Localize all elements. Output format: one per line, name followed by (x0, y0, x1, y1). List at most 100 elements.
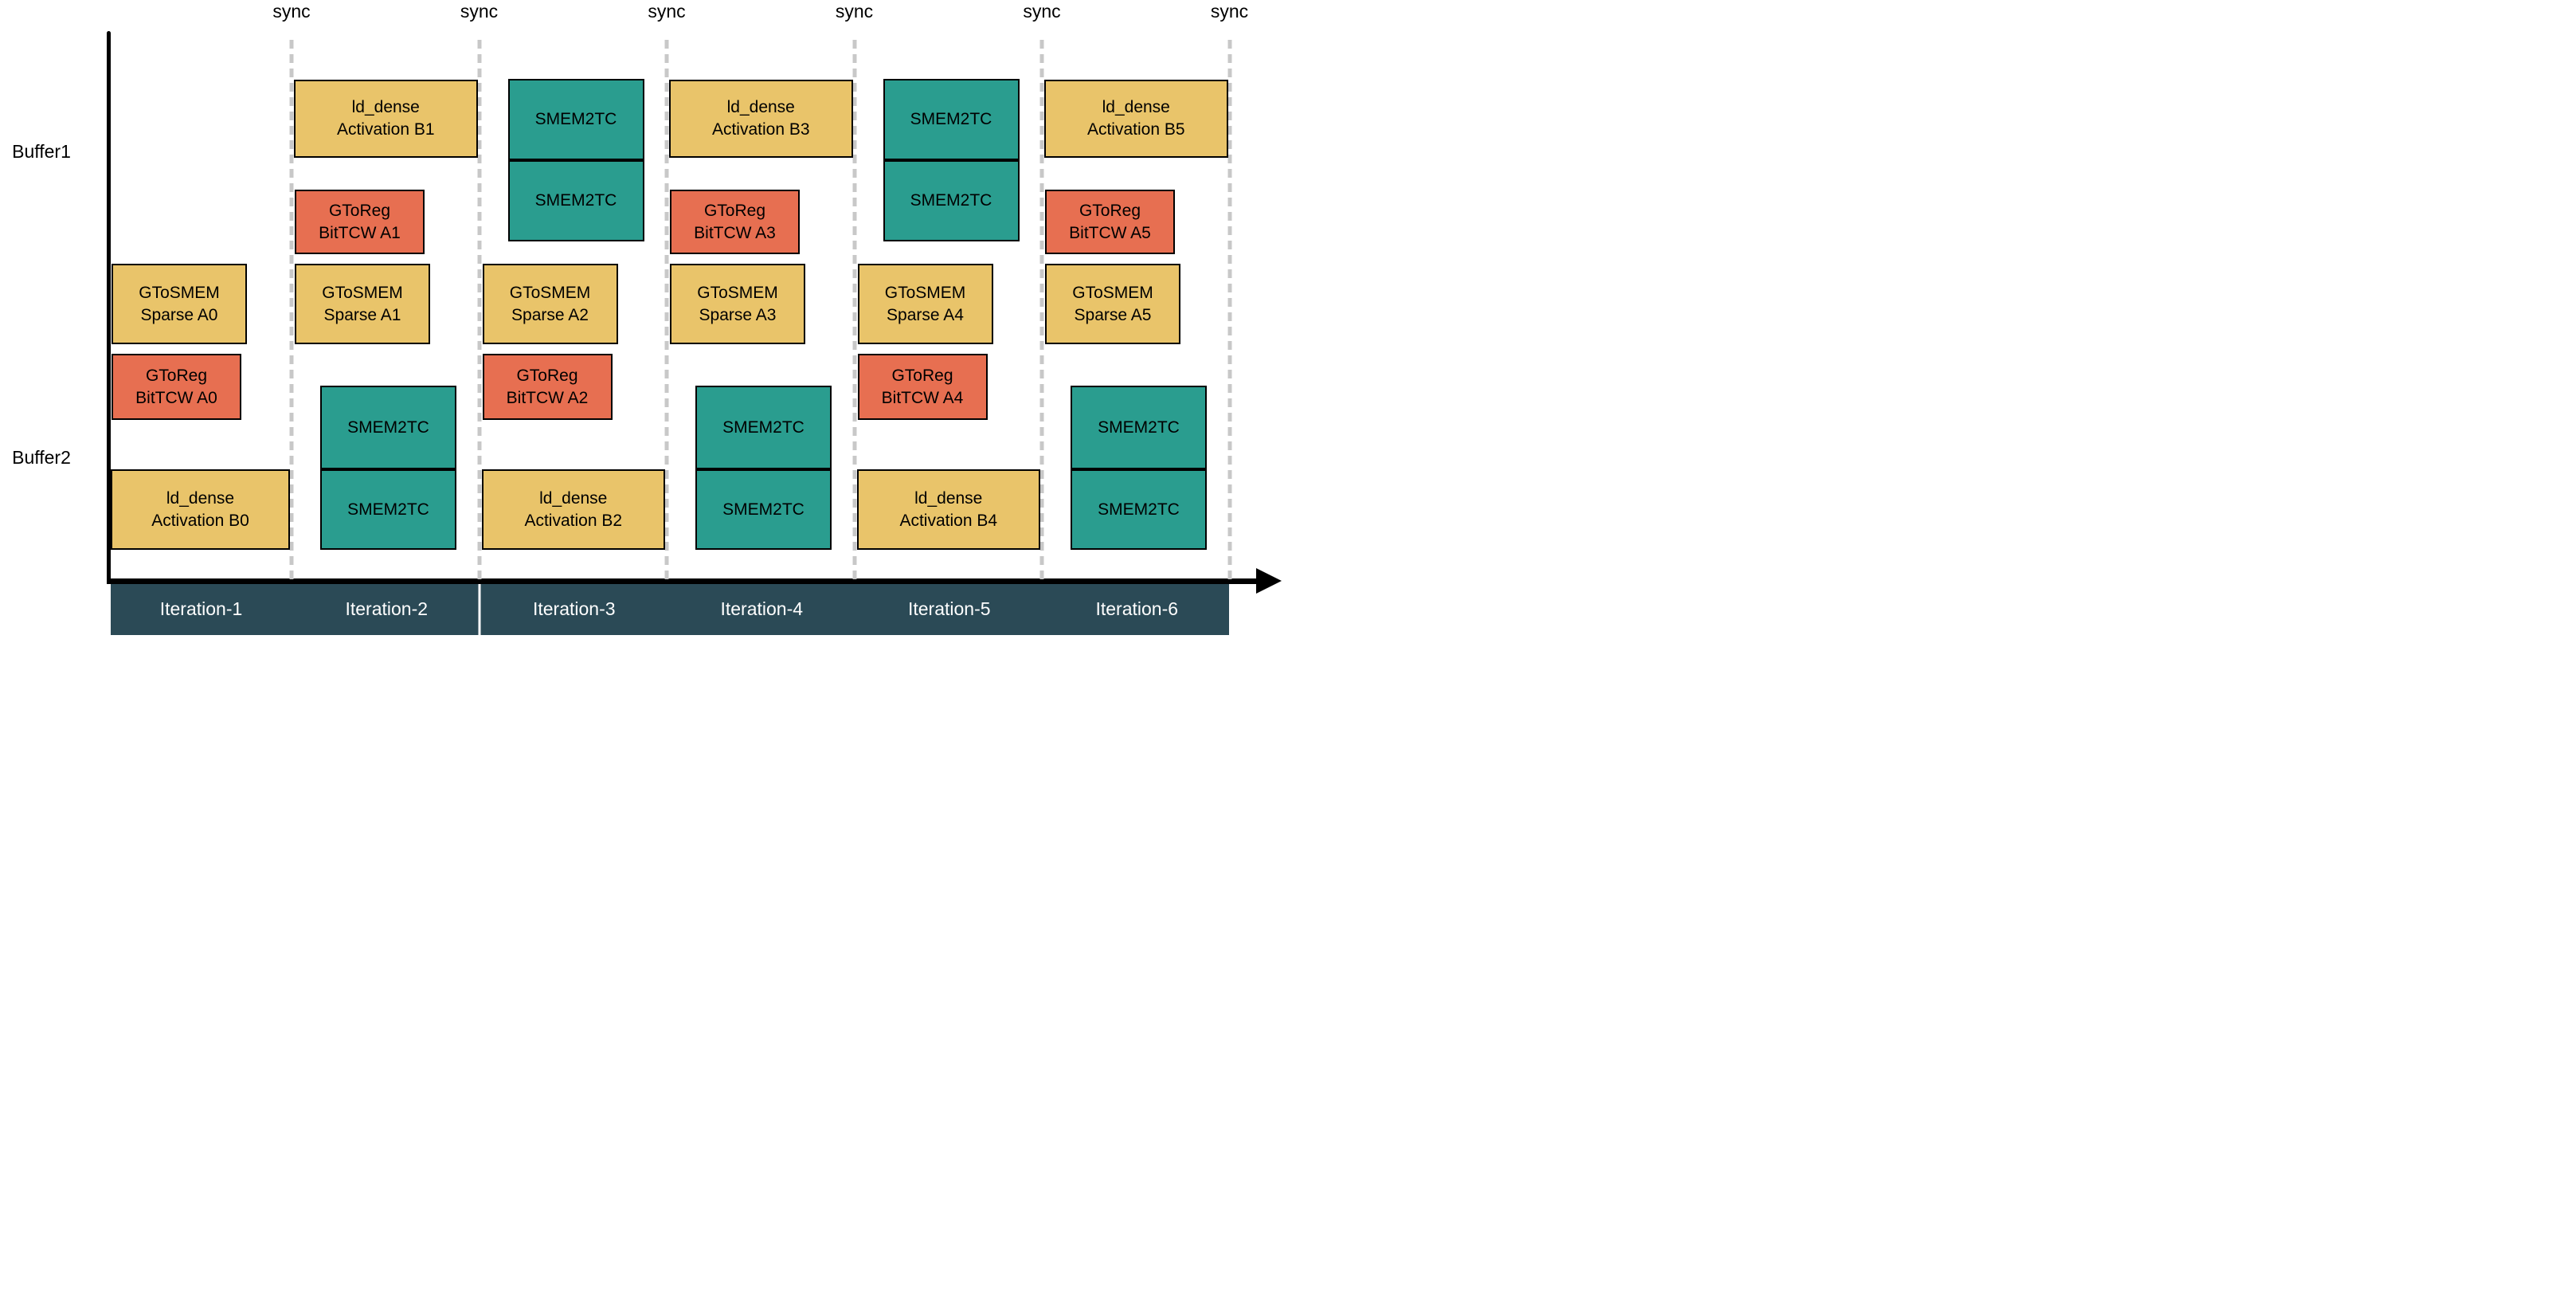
block-label-line: Activation B1 (336, 120, 435, 139)
block-smem2tc-iter6: SMEM2TC (1071, 386, 1207, 469)
iteration-label-2: Iteration-2 (345, 598, 429, 619)
block-smem2tc-iter2: SMEM2TC (320, 469, 456, 550)
iteration-label-5: Iteration-5 (907, 598, 991, 619)
iteration-label-3: Iteration-3 (532, 598, 616, 619)
block-label-line: BitTCW A1 (319, 223, 401, 242)
sync-dashed-line-4 (852, 40, 856, 584)
block-label-line: SMEM2TC (1098, 500, 1180, 519)
x-axis-line (107, 578, 1259, 584)
block-label-line: BitTCW A5 (1069, 223, 1151, 242)
sync-label-1: sync (272, 1, 311, 22)
block-label-line: SMEM2TC (534, 191, 617, 210)
block-label-line: Sparse A0 (140, 305, 218, 324)
buffer1-label: Buffer1 (12, 141, 71, 162)
block-label-line: Sparse A4 (887, 305, 964, 324)
block-label-line: Sparse A2 (511, 305, 589, 324)
block-label-line: GToReg (703, 201, 766, 220)
block-label-line: Activation B5 (1086, 120, 1185, 139)
block-label-line: SMEM2TC (534, 110, 617, 129)
block-label-line: GToReg (1079, 201, 1141, 220)
block-label-line: SMEM2TC (722, 500, 805, 519)
block-label-line: ld_dense (539, 488, 608, 508)
sync-label-3: sync (648, 1, 686, 22)
block-label-line: Activation B3 (711, 120, 810, 139)
block-smem2tc-iter6: SMEM2TC (1071, 469, 1207, 550)
sync-dashed-line-3 (664, 40, 669, 584)
block-label-line: ld_dense (351, 98, 420, 117)
buffer2-label: Buffer2 (12, 447, 71, 468)
sync-dashed-line-5 (1039, 40, 1044, 584)
block-label-line: BitTCW A4 (881, 388, 964, 407)
block-gtosmem-sparse-a3-iter4: GToSMEM Sparse A3 (670, 264, 805, 344)
block-label-line: ld_dense (166, 488, 235, 508)
block-label-line: GToReg (516, 366, 578, 385)
block-gtosmem-sparse-a5-iter6: GToSMEM Sparse A5 (1045, 264, 1180, 344)
block-smem2tc-iter4: SMEM2TC (695, 469, 832, 550)
iteration-label-1: Iteration-1 (159, 598, 243, 619)
block-label-line: GToSMEM (697, 283, 778, 302)
block-label-line: GToReg (145, 366, 208, 385)
block-gtosmem-sparse-a2-iter3: GToSMEM Sparse A2 (482, 264, 618, 344)
block-label-line: GToSMEM (322, 283, 403, 302)
block-label-line: Activation B4 (899, 511, 998, 530)
sync-dashed-line-2 (477, 40, 481, 584)
block-label-line: SMEM2TC (910, 110, 992, 129)
block-label-line: GToSMEM (884, 283, 966, 302)
pipeline-schedule-diagram: Buffer1 Buffer2 sync sync sync sync sync sync… (0, 0, 1288, 647)
sync-dashed-line-1 (289, 40, 294, 584)
block-gtosmem-sparse-a0-iter1: GToSMEM Sparse A0 (112, 264, 247, 344)
block-label-line: ld_dense (914, 488, 983, 508)
sync-dashed-line-6 (1227, 40, 1231, 584)
block-label-line: GToSMEM (1072, 283, 1153, 302)
x-axis-arrowhead-icon (1256, 568, 1282, 594)
block-label-line: SMEM2TC (910, 191, 992, 210)
sync-label-5: sync (1023, 1, 1061, 22)
block-smem2tc-iter5: SMEM2TC (883, 160, 1020, 241)
iteration-bar-divider (478, 584, 480, 635)
sync-label-4: sync (835, 1, 874, 22)
block-label-line: Sparse A3 (699, 305, 777, 324)
block-gtosmem-sparse-a4-iter5: GToSMEM Sparse A4 (857, 264, 993, 344)
block-label-line: Sparse A5 (1074, 305, 1152, 324)
block-label-line: BitTCW A3 (694, 223, 776, 242)
block-label-line: Activation B2 (524, 511, 623, 530)
y-axis-line (107, 31, 111, 584)
block-gtosmem-sparse-a1-iter2: GToSMEM Sparse A1 (295, 264, 430, 344)
iteration-label-4: Iteration-4 (720, 598, 804, 619)
block-smem2tc-iter2: SMEM2TC (320, 386, 456, 469)
block-smem2tc-iter3: SMEM2TC (507, 79, 644, 160)
block-label-line: Activation B0 (151, 511, 249, 530)
block-label-line: BitTCW A0 (135, 388, 217, 407)
sync-label-6: sync (1210, 1, 1249, 22)
block-label-line: SMEM2TC (1098, 418, 1180, 437)
block-smem2tc-iter4: SMEM2TC (695, 386, 832, 469)
block-label-line: ld_dense (726, 98, 795, 117)
block-label-line: SMEM2TC (347, 418, 429, 437)
block-label-line: Sparse A1 (323, 305, 401, 324)
block-label-line: GToReg (328, 201, 391, 220)
sync-label-2: sync (460, 1, 499, 22)
block-smem2tc-iter5: SMEM2TC (883, 79, 1020, 160)
block-label-line: ld_dense (1102, 98, 1170, 117)
block-label-line: GToSMEM (139, 283, 220, 302)
block-label-line: GToReg (891, 366, 953, 385)
block-label-line: SMEM2TC (722, 418, 805, 437)
block-label-line: BitTCW A2 (506, 388, 589, 407)
block-label-line: GToSMEM (509, 283, 591, 302)
block-smem2tc-iter3: SMEM2TC (507, 160, 644, 241)
block-label-line: SMEM2TC (347, 500, 429, 519)
iteration-axis-bar (111, 584, 1229, 635)
iteration-label-6: Iteration-6 (1095, 598, 1179, 619)
